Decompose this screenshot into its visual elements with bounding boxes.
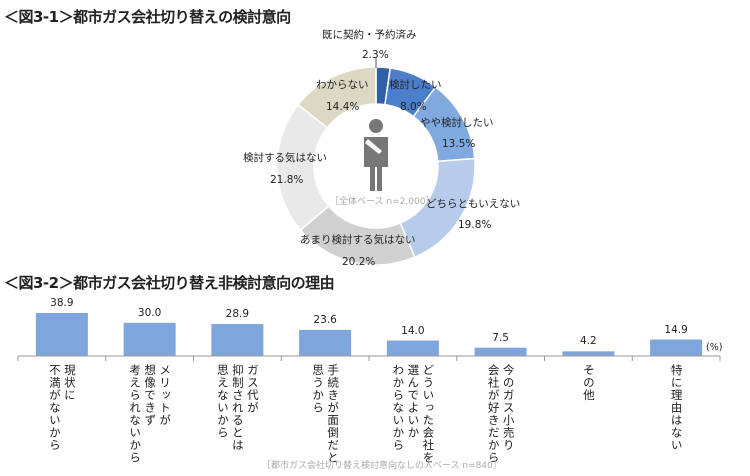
category-label: どういった会社を 選んでよいか わからないから bbox=[391, 364, 436, 464]
category-label: 今のガス小売り 会社が好きだから bbox=[486, 364, 516, 464]
category-label: 手続きが面倒だと 思うから bbox=[311, 364, 341, 464]
bar bbox=[299, 329, 352, 356]
slice-value-0: 2.3% bbox=[362, 49, 389, 61]
bar-value-label: 38.9 bbox=[50, 297, 74, 309]
bar-value-label: 4.2 bbox=[580, 335, 597, 348]
bar bbox=[211, 324, 264, 356]
slice-label-0: 既に契約・予約済み bbox=[322, 29, 417, 41]
category-label: ガス代が 抑制されるとは 思えないから bbox=[215, 364, 260, 452]
slice-value-4: 20.2% bbox=[342, 256, 376, 268]
slice-label-6: わからない bbox=[316, 79, 369, 91]
slice-label-2: やや検討したい bbox=[420, 117, 494, 129]
unit-label: (%) bbox=[706, 342, 723, 353]
slice-value-2: 13.5% bbox=[442, 138, 476, 150]
slice-value-6: 14.4% bbox=[326, 101, 360, 113]
slice-label-1: 検討したい bbox=[389, 79, 442, 91]
slice-value-5: 21.8% bbox=[270, 174, 304, 186]
donut-base-note: ［全体ベース n=2,000］ bbox=[330, 197, 435, 207]
category-label: その他 bbox=[581, 364, 596, 402]
category-label: 特に理由はない bbox=[669, 364, 684, 452]
slice-label-4: あまり検討する気はない bbox=[300, 234, 416, 246]
bar-value-label: 28.9 bbox=[225, 308, 250, 321]
bar bbox=[650, 339, 703, 356]
slice-label-5: 検討する気はない bbox=[243, 152, 327, 164]
slice-label-3: どちらともいえない bbox=[426, 198, 521, 210]
bar bbox=[386, 340, 439, 356]
person-icon bbox=[364, 119, 388, 191]
slice-value-3: 19.8% bbox=[458, 219, 492, 231]
category-label: 現状に 不満がないから bbox=[47, 364, 77, 452]
bar-value-label: 30.0 bbox=[137, 306, 162, 319]
bar-value-label: 14.0 bbox=[401, 324, 425, 337]
bar-value-label: 23.6 bbox=[313, 313, 337, 326]
bar bbox=[123, 322, 176, 356]
bar-base-note: ［都市ガス会社切り替え検討意向なしの人ベース n=840］ bbox=[262, 461, 502, 471]
bar-value-label: 7.5 bbox=[492, 331, 509, 344]
donut-chart bbox=[276, 58, 476, 266]
bar bbox=[35, 313, 88, 356]
bar bbox=[474, 347, 527, 356]
bar-chart-title: ＜図3-2＞都市ガス会社切り替え非検討意向の理由 bbox=[4, 274, 335, 292]
donut-chart-title: ＜図3-1＞都市ガス会社切り替えの検討意向 bbox=[4, 8, 291, 26]
bar bbox=[562, 351, 615, 356]
bar-value-label: 14.9 bbox=[664, 323, 688, 336]
slice-value-1: 8.0% bbox=[400, 101, 427, 113]
category-label: メリットが 想像できず 考えられないから bbox=[128, 364, 173, 464]
